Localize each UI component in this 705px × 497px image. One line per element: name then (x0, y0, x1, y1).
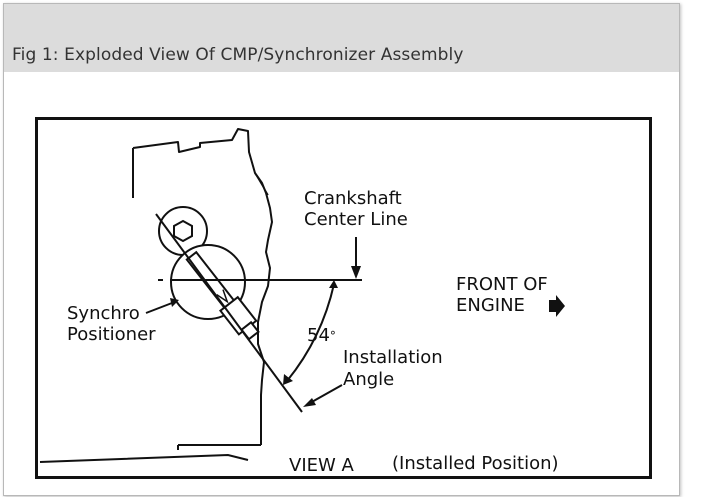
crankshaft-label-line2: Center Line (304, 209, 408, 230)
bolt-head-icon (173, 219, 193, 243)
right-arrow-icon (549, 295, 565, 317)
synchro-leader (145, 302, 173, 314)
angle-number: 54 (307, 325, 330, 346)
front-of-engine-line1: FRONT OF (456, 274, 548, 295)
installation-label-line2: Angle (343, 369, 395, 390)
figure-caption: Fig 1: Exploded View Of CMP/Synchronizer… (12, 45, 464, 65)
engine-block-inner-edge (254, 172, 269, 196)
installation-angle-line (155, 213, 303, 413)
angle-arc-arrow-top (329, 280, 338, 288)
angle-arc (286, 283, 335, 382)
view-note: (Installed Position) (392, 453, 559, 474)
degree-sign: ° (329, 329, 336, 343)
positioner-shaft (185, 250, 260, 341)
installation-label-line1: Installation (343, 347, 443, 368)
front-of-engine-line2: ENGINE (456, 295, 525, 316)
crankshaft-arrowhead (351, 266, 361, 279)
engine-block-outline (132, 128, 273, 445)
synchro-label-line2: Positioner (67, 324, 156, 345)
engine-bottom-edge (39, 444, 261, 463)
view-label: VIEW A (289, 455, 354, 476)
angle-value: 54° (307, 326, 336, 346)
diagram-frame (35, 117, 652, 479)
caption-bar (4, 4, 679, 72)
synchro-label-line1: Synchro (67, 303, 140, 324)
crankshaft-label-line1: Crankshaft (304, 188, 402, 209)
installation-leader (309, 384, 343, 404)
synchro-arrowhead (170, 298, 179, 307)
angle-arc-arrow-bottom (283, 374, 293, 385)
installation-arrowhead (303, 398, 316, 407)
